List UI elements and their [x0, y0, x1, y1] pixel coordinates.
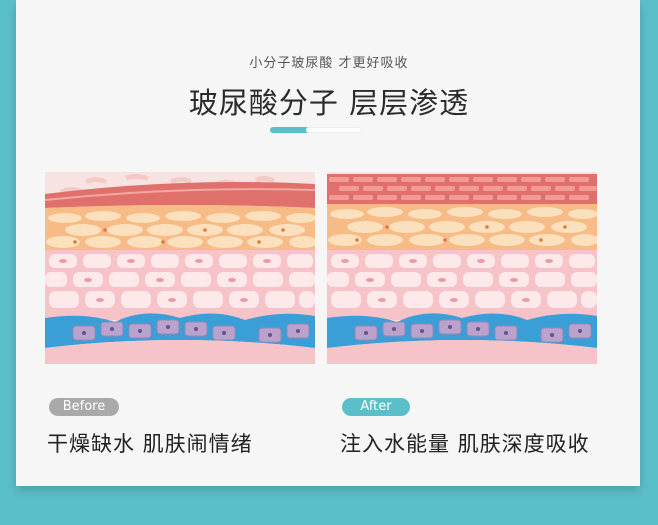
dry-skin-layers-graphic — [45, 172, 315, 364]
section-title: 玻尿酸分子 层层渗透 — [188, 86, 470, 120]
after-skin-illustration — [327, 172, 597, 364]
after-caption: 注入水能量 肌肤深度吸收 — [340, 432, 590, 456]
title-underline-track — [306, 127, 362, 133]
before-badge: Before — [49, 398, 119, 416]
before-skin-illustration — [45, 172, 315, 364]
after-badge: After — [342, 398, 410, 416]
before-caption: 干燥缺水 肌肤闹情绪 — [47, 432, 253, 456]
hydrated-skin-layers-graphic — [327, 172, 597, 364]
section-subtitle: 小分子玻尿酸 才更好吸收 — [249, 56, 409, 71]
title-underline-accent — [270, 127, 318, 133]
